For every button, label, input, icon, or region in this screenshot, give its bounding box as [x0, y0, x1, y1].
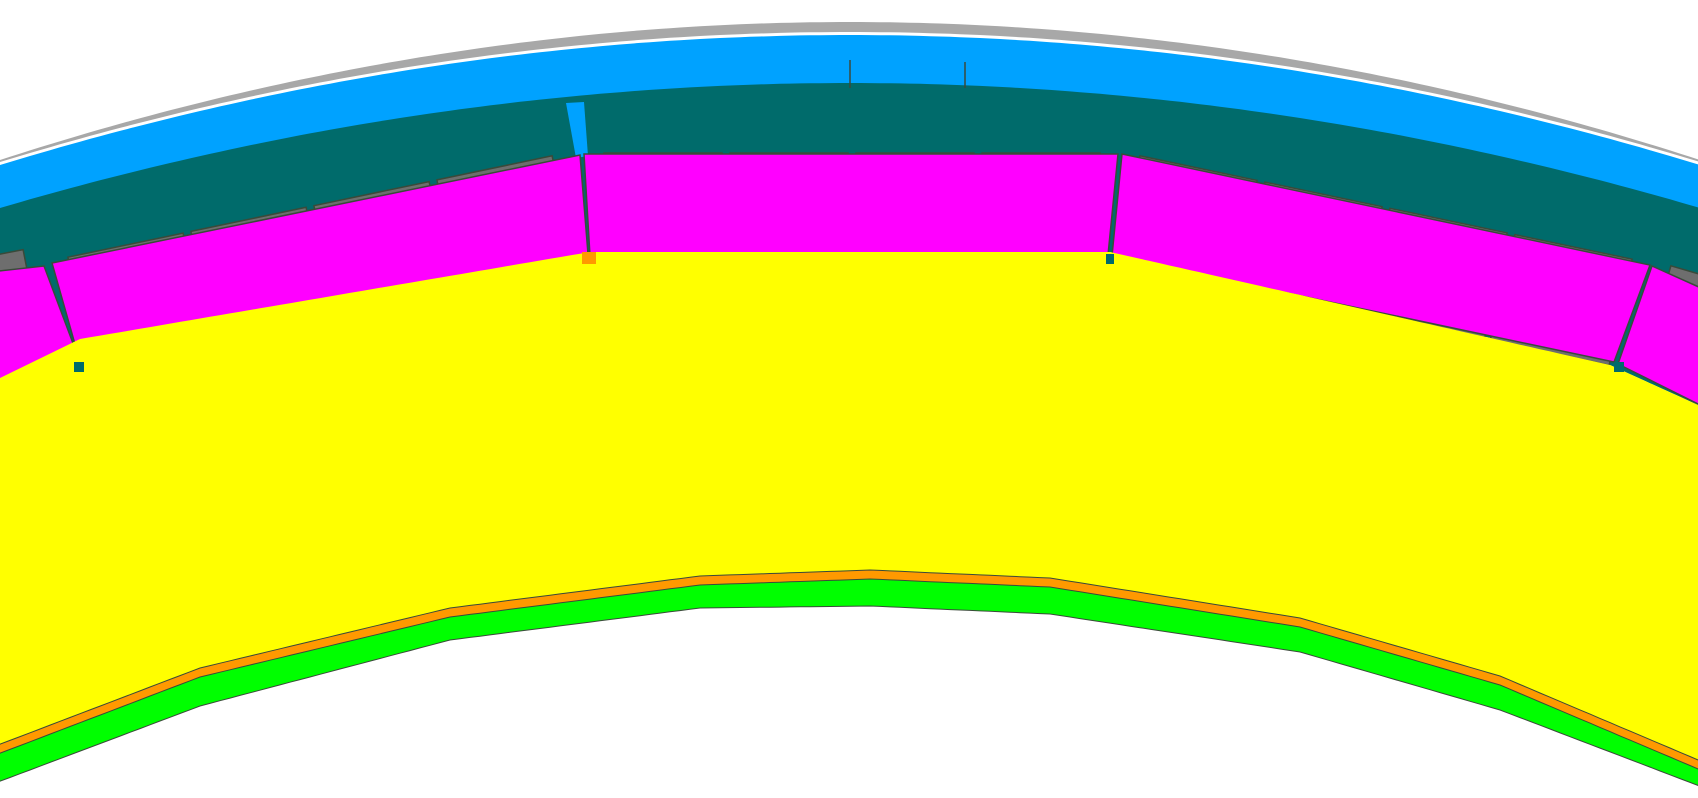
magnet-segments-layer — [0, 153, 1698, 405]
outer-band — [0, 35, 1698, 209]
magnet-segment-center — [583, 153, 1119, 257]
inner-band — [0, 578, 1698, 786]
core-layer — [0, 252, 1698, 760]
teal-marker-left — [74, 362, 84, 372]
teal-marker-right — [1106, 254, 1114, 264]
housing-gap — [566, 102, 588, 158]
magnet-segment-edge-right — [1617, 264, 1698, 405]
core-body — [0, 252, 1698, 760]
detail-marks — [74, 60, 1624, 372]
outer-band-layer — [0, 35, 1698, 209]
outer-cover-layer — [0, 22, 1698, 162]
outer-cover-rim — [0, 22, 1698, 162]
teal-marker-far-right — [1614, 362, 1624, 372]
orange-marker — [582, 252, 596, 264]
inner-band-layer — [0, 578, 1698, 786]
